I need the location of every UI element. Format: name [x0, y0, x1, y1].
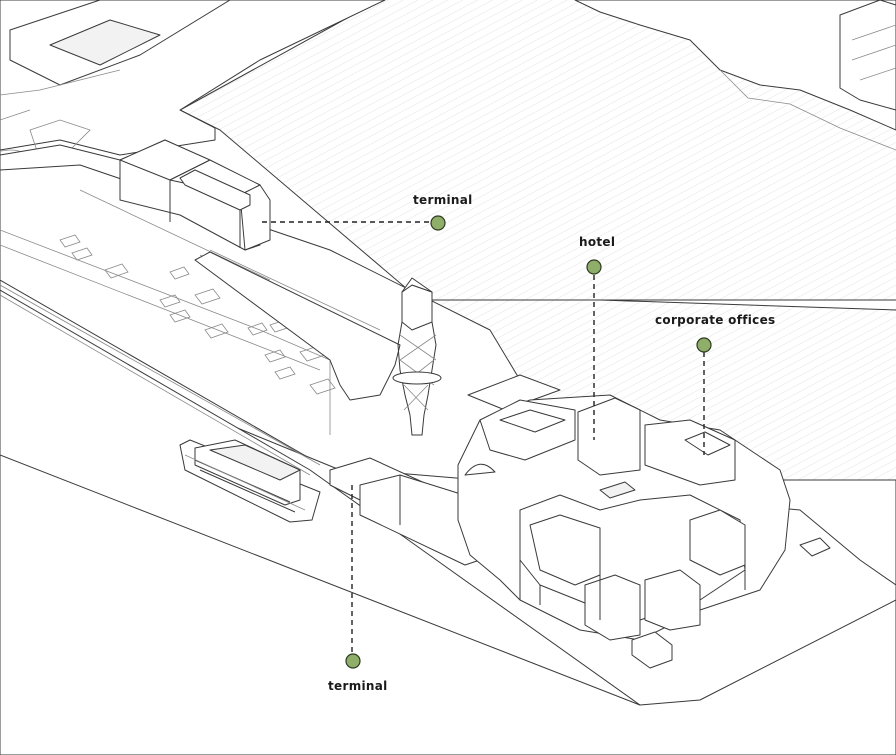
label-terminal-north: terminal — [413, 193, 473, 207]
marker-terminal-north[interactable] — [430, 215, 446, 231]
hotel-complex — [457, 374, 831, 669]
marker-hotel[interactable] — [586, 259, 602, 275]
label-hotel: hotel — [579, 235, 616, 249]
cruise-ship — [179, 439, 321, 523]
label-corporate-offices: corporate offices — [655, 313, 776, 327]
label-terminal-south: terminal — [328, 679, 388, 693]
building-ne — [839, 0, 896, 111]
upper-land-edge — [719, 69, 896, 151]
marker-corporate-offices[interactable] — [696, 337, 712, 353]
marker-terminal-south[interactable] — [345, 653, 361, 669]
terminal-north-building — [119, 139, 271, 251]
lattice-tower — [392, 277, 442, 436]
leader-lines — [262, 221, 705, 653]
upper-land — [574, 0, 896, 131]
